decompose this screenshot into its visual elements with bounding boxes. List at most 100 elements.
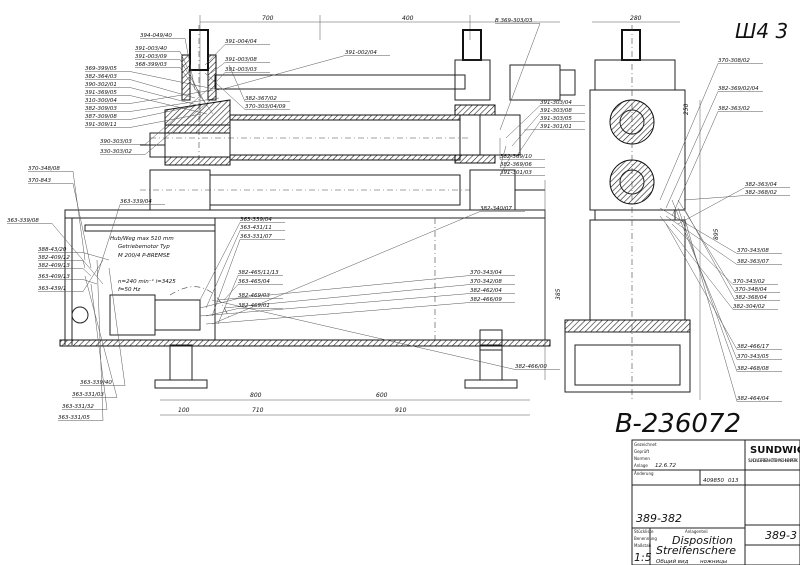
russian-note: Общий вид <box>656 559 689 565</box>
order-number: 409850 <box>703 478 724 484</box>
field-label: Gezeichnet <box>634 442 657 447</box>
dim-250: 250 <box>683 103 690 115</box>
leader-line <box>72 183 92 269</box>
leader-line <box>179 51 202 99</box>
leader-line <box>517 121 541 155</box>
part-callout: 394-049/40 <box>140 33 172 39</box>
drawing-number: B-236072 <box>615 409 741 439</box>
motor-note-line: M 200/4 P-BREMSE <box>118 253 170 259</box>
labels-left: 370-348/08370-843363-339/04363-339/08388… <box>7 166 165 421</box>
part-callout: 382-309/03 <box>85 106 117 112</box>
part-callout: 391-301/01 <box>540 124 572 130</box>
part-range: 389-382 <box>636 512 682 525</box>
part-callout: 382-364/03 <box>85 74 117 80</box>
part-callout: 382-462/04 <box>470 288 502 294</box>
part-callout: 363-465/04 <box>238 279 270 285</box>
leader-line <box>82 260 86 269</box>
title-block: Gezeichnet Geprüft Normen Anlage Änderun… <box>631 439 800 565</box>
part-callout: 370-348/08 <box>28 166 60 172</box>
leader-line <box>523 129 541 131</box>
leader-line <box>677 207 738 372</box>
part-callout: 382-466/00 <box>515 364 547 370</box>
sheet-number: 013 <box>728 478 739 484</box>
labels-upper-mid: 391-004/04391-003/08391-003/03391-002/04… <box>204 39 390 110</box>
drawing-ref: 389-3 <box>765 529 797 542</box>
part-callout: 330-303/02 <box>100 149 132 155</box>
dim-100: 100 <box>178 407 190 414</box>
labels-upper-right: B 369-303/03391-303/04391-303/08391-303/… <box>495 18 585 176</box>
leader-line <box>72 171 86 261</box>
leader-line <box>677 187 746 225</box>
leader-line <box>665 91 719 209</box>
leader-line <box>222 55 346 90</box>
leader-line <box>204 44 226 66</box>
part-callout: 391-303/04 <box>540 100 572 106</box>
part-callout: 391-003/08 <box>225 57 257 63</box>
part-callout: 382-367/02 <box>245 96 277 102</box>
side-view: 250 385 895 <box>544 25 720 400</box>
part-callout: 382-464/04 <box>737 396 769 402</box>
part-callout: 369-399/05 <box>85 66 117 72</box>
dim-910: 910 <box>395 407 407 414</box>
part-callout: 363-339/40 <box>80 380 112 386</box>
leader-line <box>144 97 214 155</box>
dim-600: 600 <box>376 392 388 399</box>
leader-line <box>129 97 220 112</box>
part-callout: 391-003/40 <box>135 46 167 52</box>
leader-line <box>179 59 208 107</box>
part-callout: 382-363/04 <box>745 182 777 188</box>
drawn-date: 12.6.72 <box>655 463 676 469</box>
leader-line <box>223 284 471 309</box>
part-callout: 310-300/04 <box>85 98 117 104</box>
field-label: Stückliste <box>634 529 654 534</box>
part-callout: 391-301/03 <box>500 170 532 176</box>
title-small: Anlagenteil <box>685 529 708 534</box>
dim-400: 400 <box>402 15 414 22</box>
company-logo: SUNDWIG <box>750 445 800 456</box>
part-callout: 363-409/13 <box>38 274 70 280</box>
part-callout: 390-302/01 <box>85 82 117 88</box>
leader-line <box>205 230 241 309</box>
part-callout: 382-363/02 <box>718 106 750 112</box>
russian-note: ножницы <box>700 559 728 565</box>
leader-line <box>179 67 214 115</box>
leader-line <box>499 153 513 176</box>
leader-line <box>144 89 208 145</box>
part-callout: 391-003/03 <box>225 67 257 73</box>
leader-line <box>499 23 541 131</box>
leader-line <box>199 222 241 301</box>
part-callout: 368-399/03 <box>135 62 167 68</box>
motor-note: Getriebemotor Typ M 200/4 P-BREMSE n=240… <box>110 236 176 293</box>
part-callout: 382-469/03 <box>238 293 270 299</box>
part-callout: 382-466/17 <box>737 344 769 350</box>
leader-line <box>211 239 241 317</box>
leader-line <box>211 299 516 370</box>
leader-line <box>129 89 214 104</box>
leader-line <box>96 204 121 277</box>
labels-middle: 363-339/04363-431/11363-331/07382-465/11… <box>199 206 560 370</box>
leader-line <box>223 284 239 301</box>
part-callout: 388-43/20 <box>38 247 67 253</box>
leader-line <box>671 111 719 217</box>
leader-line <box>51 223 104 285</box>
part-callout: 363-431/11 <box>240 225 272 231</box>
leader-line <box>217 275 471 301</box>
part-callout: 390-303/03 <box>100 139 132 145</box>
part-callout: 363-339/04 <box>240 217 272 223</box>
part-callout: 370-348/04 <box>735 287 767 293</box>
part-callout: 382-369/06 <box>500 162 532 168</box>
part-callout: 370-303/04/09 <box>245 104 286 110</box>
leader-line <box>659 215 734 310</box>
field-label: Geprüft <box>634 449 650 454</box>
leader-line <box>129 87 202 107</box>
motor-note-line: Getriebemotor Typ <box>118 244 170 250</box>
leader-line <box>217 275 239 325</box>
leader-line <box>204 72 246 110</box>
dim-280: 280 <box>630 15 642 22</box>
leader-line <box>677 199 736 293</box>
leader-line <box>129 113 202 128</box>
part-callout: 370-343/04 <box>470 270 502 276</box>
top-dimensions: 700 400 280 <box>199 15 680 120</box>
upper-right-assembly <box>454 29 576 211</box>
leader-line <box>665 223 738 350</box>
